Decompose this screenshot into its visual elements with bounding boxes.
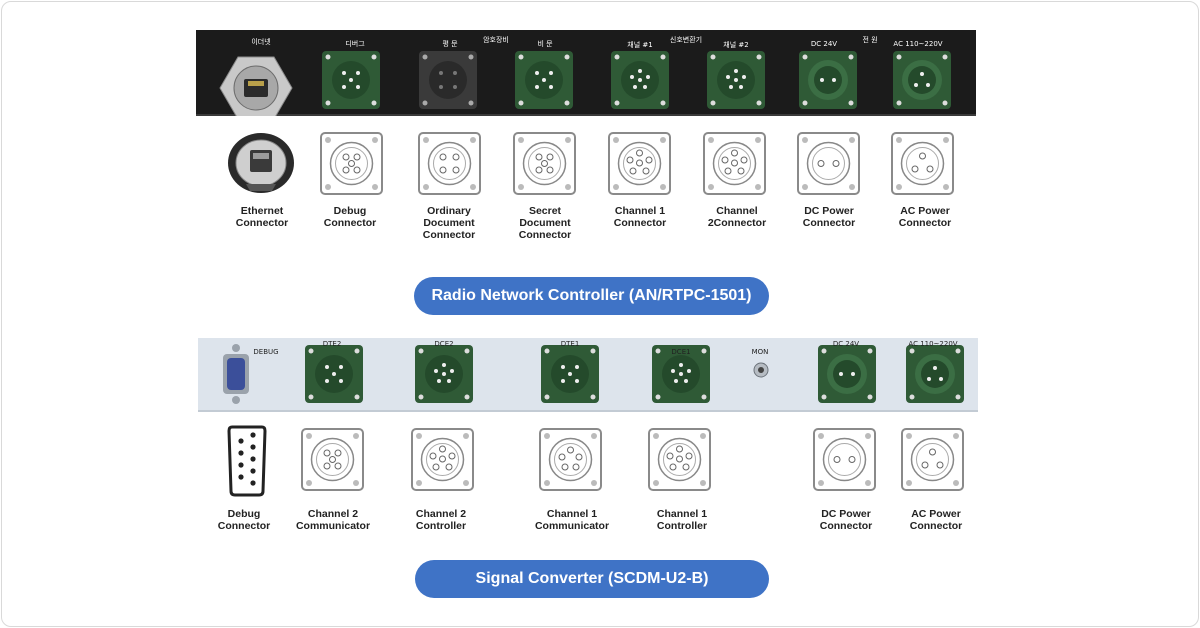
debug-port-icon [322,51,380,109]
sc-title-pill: Signal Converter (SCDM-U2-B) [415,560,769,598]
mon-port-icon [753,362,769,378]
panel-label: 신호변환기 [669,36,703,44]
dc-power-port-icon [818,345,876,403]
circular-5pin-connector-icon [539,428,602,491]
panel-label: AC 110~220V [908,340,958,348]
panel-label: 비 문 [537,40,553,48]
panel-label: DTE1 [560,340,580,348]
rj45-connector-icon [228,133,294,193]
circular-3pin-connector-icon [891,132,954,195]
secret-document-port-icon [515,51,573,109]
ethernet-port-icon [219,56,293,116]
circular-5pin-connector-icon [320,132,383,195]
circular-6pin-connector-icon [648,428,711,491]
dte2-port-icon [305,345,363,403]
panel-label: MON [751,348,769,356]
circular-6pin-connector-icon [411,428,474,491]
panel-label: AC 110~220V [893,40,943,48]
panel-label: 이더넷 [251,38,271,46]
circular-4pin-connector-icon [418,132,481,195]
ordinary-document-port-icon [419,51,477,109]
panel-label: DC 24V [810,40,838,48]
channel1-port-icon [611,51,669,109]
circular-2pin-connector-icon [797,132,860,195]
sc-front-panel: DEBUG DTE2 DCE2 DTE1 DCE1 MON DC 24V AC … [198,338,978,412]
panel-label: 디버그 [345,40,365,48]
dce2-port-icon [415,345,473,403]
circular-3pin-connector-icon [901,428,964,491]
panel-label: DC 24V [832,340,860,348]
rnc-front-panel: 이더넷 디버그 평 문 암호장비 비 문 채널 #1 신호변환기 채널 #2 D… [196,30,976,116]
dte1-port-icon [541,345,599,403]
panel-label: 전 원 [862,36,878,44]
db9-connector-icon [227,425,267,497]
circular-5pin-connector-icon [513,132,576,195]
panel-label: DTE2 [322,340,342,348]
panel-label: 채널 #2 [723,41,749,49]
dc-power-port-icon [799,51,857,109]
ac-power-port-icon [893,51,951,109]
dce1-port-icon [652,345,710,403]
circular-2pin-connector-icon [813,428,876,491]
panel-label: 평 문 [442,40,458,48]
panel-label: DCE1 [671,348,691,356]
panel-label: DCE2 [434,340,454,348]
db9-port-icon [223,344,249,404]
ac-power-port-icon [906,345,964,403]
circular-6pin-connector-icon [703,132,766,195]
panel-label: DEBUG [253,348,279,356]
circular-6pin-connector-icon [608,132,671,195]
panel-label: 암호장비 [483,36,509,44]
rnc-title-pill: Radio Network Controller (AN/RTPC-1501) [414,277,769,315]
circular-5pin-connector-icon [301,428,364,491]
channel2-port-icon [707,51,765,109]
panel-label: 채널 #1 [627,41,653,49]
